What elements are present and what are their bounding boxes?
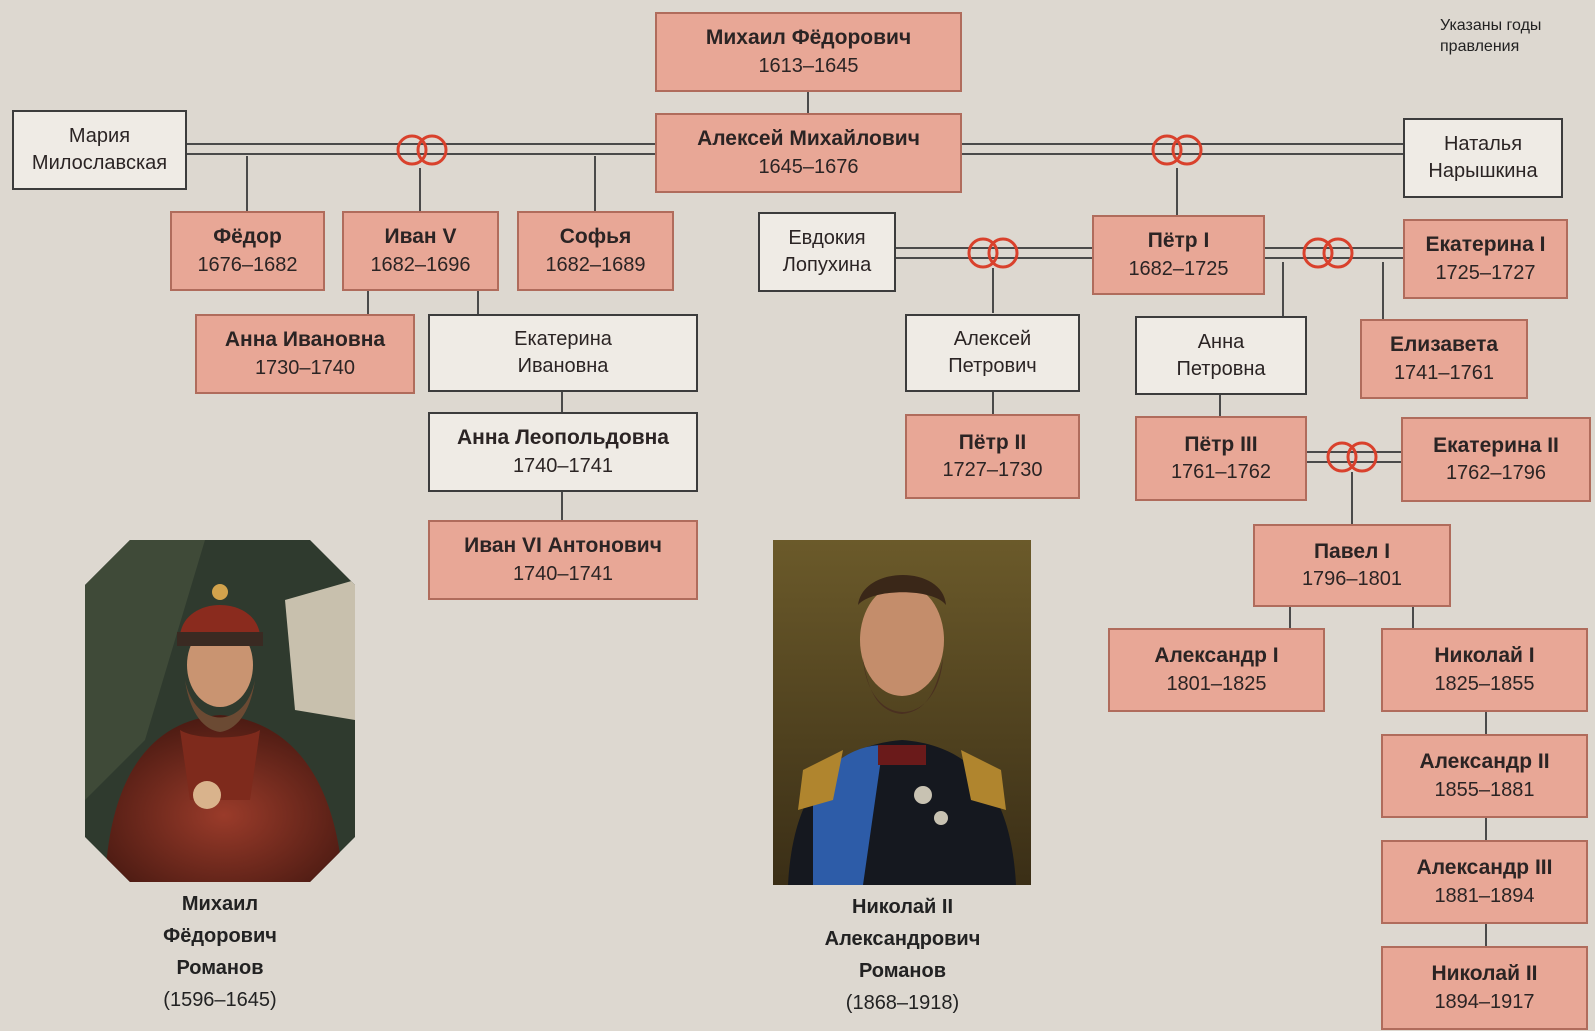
person-years: 1645–1676 xyxy=(758,155,859,178)
person-petr3: Пётр III 1761–1762 xyxy=(1135,416,1307,501)
person-years: 1725–1727 xyxy=(1435,261,1536,284)
person-fedor: Фёдор 1676–1682 xyxy=(170,211,325,291)
person-years: 1682–1689 xyxy=(545,253,646,276)
person-anna-ivanovna: Анна Ивановна 1730–1740 xyxy=(195,314,415,394)
person-years: 1801–1825 xyxy=(1166,672,1267,695)
caption-mikhail: Михаил Фёдорович Романов (1596–1645) xyxy=(120,888,320,1016)
person-years: 1740–1741 xyxy=(512,454,614,477)
caption-years: (1596–1645) xyxy=(163,989,277,1011)
person-name: Мария Милославская xyxy=(31,125,168,174)
person-aleksandr1: Александр I 1801–1825 xyxy=(1108,628,1325,712)
person-name: Павел I xyxy=(1313,539,1391,563)
person-name: Михаил Фёдорович xyxy=(705,26,912,50)
person-years: 1762–1796 xyxy=(1445,462,1547,485)
caption-line: Александрович xyxy=(824,928,981,950)
person-name: Иван VI Антонович xyxy=(464,534,662,558)
person-years: 1682–1696 xyxy=(370,253,471,276)
person-aleksandr2: Александр II 1855–1881 xyxy=(1381,734,1588,818)
person-pavel1: Павел I 1796–1801 xyxy=(1253,524,1451,607)
portrait-nikolai2 xyxy=(773,540,1031,885)
person-ivan6: Иван VI Антонович 1740–1741 xyxy=(428,520,698,600)
person-name: Александр III xyxy=(1416,856,1553,880)
person-name: Екатерина Ивановна xyxy=(514,328,612,377)
person-name: Анна Леопольдовна xyxy=(457,426,669,450)
person-anna-petrovna: Анна Петровна xyxy=(1135,316,1307,395)
person-name: Екатерина II xyxy=(1433,433,1559,457)
caption-nikolai2: Николай II Александрович Романов (1868–1… xyxy=(780,891,1025,1019)
person-years: 1855–1881 xyxy=(1434,778,1535,801)
person-ekaterina2: Екатерина II 1762–1796 xyxy=(1401,417,1591,502)
person-mikhail: Михаил Фёдорович 1613–1645 xyxy=(655,12,962,92)
spouse-evdokia: Евдокия Лопухина xyxy=(758,212,896,292)
person-name: Алексей Михайлович xyxy=(697,127,920,151)
person-name: Пётр I xyxy=(1147,229,1210,253)
person-name: Алексей Петрович xyxy=(948,328,1037,377)
person-ekaterina-ivanovna: Екатерина Ивановна xyxy=(428,314,698,392)
person-name: Екатерина I xyxy=(1425,233,1546,257)
person-elizaveta: Елизавета 1741–1761 xyxy=(1360,319,1528,399)
person-ivan5: Иван V 1682–1696 xyxy=(342,211,499,291)
person-petr2: Пётр II 1727–1730 xyxy=(905,414,1080,499)
caption-line: Романов xyxy=(176,957,264,979)
person-petr1: Пётр I 1682–1725 xyxy=(1092,215,1265,295)
person-name: Пётр III xyxy=(1184,432,1258,456)
person-years: 1741–1761 xyxy=(1393,361,1495,384)
person-nikolai1: Николай I 1825–1855 xyxy=(1381,628,1588,712)
caption-line: Фёдорович xyxy=(163,925,277,947)
person-name: Евдокия Лопухина xyxy=(782,227,872,276)
spouse-natalia: Наталья Нарышкина xyxy=(1403,118,1563,198)
person-name: Николай II xyxy=(1431,962,1538,986)
person-sofia: Софья 1682–1689 xyxy=(517,211,674,291)
person-name: Софья xyxy=(559,225,632,249)
person-years: 1613–1645 xyxy=(758,54,859,77)
person-name: Анна Петровна xyxy=(1176,330,1266,380)
person-years: 1676–1682 xyxy=(197,253,298,276)
person-aleksandr3: Александр III 1881–1894 xyxy=(1381,840,1588,924)
person-aleksei-petrovich: Алексей Петрович xyxy=(905,314,1080,392)
caption-line: Романов xyxy=(858,960,947,982)
person-years: 1740–1741 xyxy=(512,562,614,585)
person-name: Елизавета xyxy=(1389,333,1499,357)
person-years: 1796–1801 xyxy=(1301,568,1403,591)
person-years: 1682–1725 xyxy=(1128,257,1229,280)
legend-note: Указаны годы правления xyxy=(1440,17,1542,55)
person-aleksei: Алексей Михайлович 1645–1676 xyxy=(655,113,962,193)
portrait-mikhail xyxy=(85,540,355,882)
person-name: Фёдор xyxy=(213,225,282,249)
person-ekaterina1: Екатерина I 1725–1727 xyxy=(1403,219,1568,299)
caption-years: (1868–1918) xyxy=(845,992,960,1014)
person-years: 1730–1740 xyxy=(254,356,356,379)
person-name: Николай I xyxy=(1434,644,1535,668)
spouse-maria: Мария Милославская xyxy=(12,110,187,190)
caption-line: Николай II xyxy=(852,896,953,918)
person-name: Иван V xyxy=(384,225,457,249)
caption-line: Михаил xyxy=(181,893,259,915)
person-years: 1727–1730 xyxy=(942,459,1043,482)
person-name: Анна Ивановна xyxy=(224,328,386,352)
person-anna-leopoldovna: Анна Леопольдовна 1740–1741 xyxy=(428,412,698,492)
person-name: Александр I xyxy=(1154,644,1279,668)
person-years: 1894–1917 xyxy=(1434,990,1535,1013)
person-nikolai2: Николай II 1894–1917 xyxy=(1381,946,1588,1030)
person-years: 1825–1855 xyxy=(1434,672,1535,695)
person-years: 1761–1762 xyxy=(1170,461,1272,484)
person-name: Александр II xyxy=(1419,750,1550,774)
person-years: 1881–1894 xyxy=(1434,884,1535,907)
person-name: Наталья Нарышкина xyxy=(1428,133,1538,182)
person-name: Пётр II xyxy=(958,430,1027,454)
